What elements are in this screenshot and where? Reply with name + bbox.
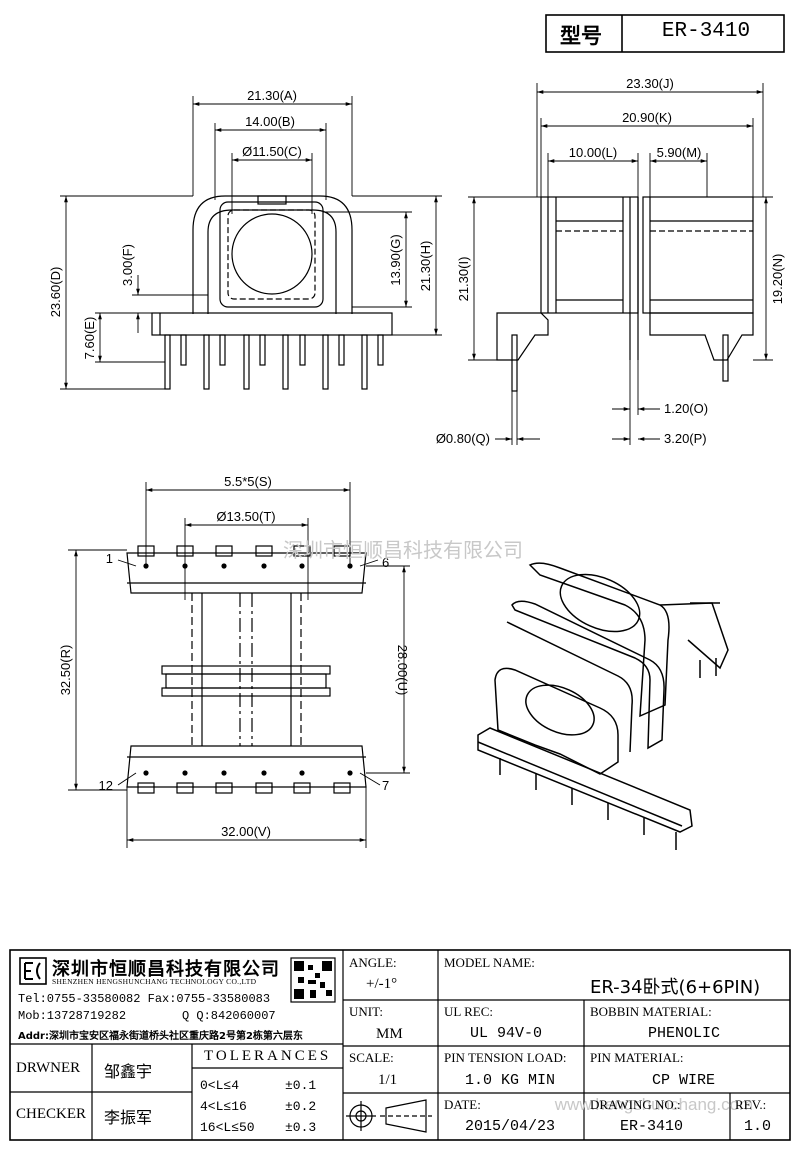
tolerance-value-1: ±0.1: [285, 1078, 317, 1093]
pin-label-7: 7: [382, 778, 389, 793]
angle-value: +/-1°: [366, 976, 398, 992]
model-header-box: [545, 14, 785, 53]
model-name-value: ER-34卧式(6+6PIN): [590, 977, 761, 998]
tolerance-value-2: ±0.2: [285, 1099, 317, 1114]
drwner-label: DRWNER: [16, 1060, 81, 1076]
watermark-bottom: www.hengshunchang.com: [554, 1095, 753, 1114]
tolerances-label: TOLERANCES: [204, 1048, 332, 1064]
watermark-top: 深圳市恒顺昌科技有限公司: [283, 538, 523, 562]
title-block: [9, 949, 791, 1141]
dim-i: 21.30(I): [456, 257, 471, 302]
front-pins: [164, 334, 384, 390]
dim-b: 14.00(B): [245, 114, 295, 129]
unit-value: MM: [376, 1026, 403, 1042]
dim-q: Ø0.80(Q): [436, 431, 490, 446]
tolerance-value-3: ±0.3: [285, 1120, 317, 1135]
pin-material-value: CP WIRE: [652, 1072, 716, 1089]
date-value: 2015/04/23: [465, 1118, 556, 1135]
dim-a: 21.30(A): [247, 88, 297, 103]
model-header-label: 型号: [560, 24, 602, 48]
ul-rec-label: UL REC:: [444, 1004, 493, 1019]
pin-label-1: 1: [106, 551, 113, 566]
dim-r: 32.50(R): [58, 645, 73, 696]
bottom-view: [126, 545, 367, 794]
side-view: [496, 196, 754, 392]
date-label: DATE:: [444, 1097, 481, 1112]
isometric-view[interactable]: [477, 562, 729, 850]
tolerance-range-3: 16<L≤50: [200, 1120, 255, 1135]
dim-h: 21.30(H): [418, 241, 433, 292]
dim-t: Ø13.50(T): [216, 509, 275, 524]
checker-value: 李振军: [104, 1108, 153, 1127]
pin-label-6: 6: [382, 555, 389, 570]
dim-p: 3.20(P): [664, 431, 707, 446]
company-tel: Tel:0755-33580082 Fax:0755-33580083: [18, 992, 271, 1006]
scale-value: 1/1: [378, 1072, 398, 1088]
rev-label: REV.:: [735, 1097, 767, 1112]
dim-o: 1.20(O): [664, 401, 708, 416]
dim-j: 23.30(J): [626, 76, 674, 91]
tolerance-range-1: 0<L≤4: [200, 1078, 240, 1093]
drawing-no-value: ER-3410: [620, 1118, 684, 1135]
company-name: 深圳市恒顺昌科技有限公司: [52, 959, 280, 980]
company-mob: Mob:13728719282: [18, 1009, 127, 1023]
company-english: SHENZHEN HENGSHUNCHANG TECHNOLOGY CO.,LT…: [52, 977, 257, 986]
pin-material-label: PIN MATERIAL:: [590, 1050, 684, 1065]
model-name-label: MODEL NAME:: [444, 955, 535, 970]
dim-s: 5.5*5(S): [224, 474, 272, 489]
dim-v: 32.00(V): [221, 824, 271, 839]
tolerance-range-2: 4<L≤16: [200, 1099, 247, 1114]
dim-d: 23.60(D): [48, 267, 63, 318]
dim-l: 10.00(L): [569, 145, 617, 160]
bobbin-material-label: BOBBIN MATERIAL:: [590, 1004, 712, 1019]
dim-n: 19.20(N): [770, 254, 785, 305]
drwner-value: 邹鑫宇: [104, 1062, 153, 1081]
pin-label-12: 12: [99, 778, 113, 793]
company-logo: [19, 957, 47, 985]
dim-k: 20.90(K): [622, 110, 672, 125]
drawing-no-label: DRAWING NO.:: [590, 1097, 681, 1112]
angle-label: ANGLE:: [349, 955, 397, 970]
dim-f: 3.00(F): [120, 244, 135, 286]
unit-label: UNIT:: [349, 1004, 384, 1019]
dim-g: 13.90(G): [388, 234, 403, 285]
pin-tension-value: 1.0 KG MIN: [465, 1072, 556, 1089]
qr-code: [290, 957, 336, 1003]
front-view: [151, 195, 393, 390]
pin-tension-label: PIN TENSION LOAD:: [444, 1050, 567, 1065]
dim-e: 7.60(E): [82, 317, 97, 360]
checker-label: CHECKER: [16, 1106, 87, 1122]
company-qq: Q Q:842060007: [182, 1009, 276, 1023]
model-header-value: ER-3410: [661, 20, 751, 43]
dim-c: Ø11.50(C): [242, 144, 302, 159]
company-addr: Addr:深圳市宝安区福永街道桥头社区重庆路2号第2栋第六层东: [18, 1031, 303, 1042]
dim-m: 5.90(M): [657, 145, 702, 160]
rev-value: 1.0: [744, 1118, 772, 1135]
scale-label: SCALE:: [349, 1050, 394, 1065]
bobbin-material-value: PHENOLIC: [648, 1025, 721, 1042]
dim-u: 28.00(U): [395, 645, 410, 696]
ul-rec-value: UL 94V-0: [470, 1025, 543, 1042]
